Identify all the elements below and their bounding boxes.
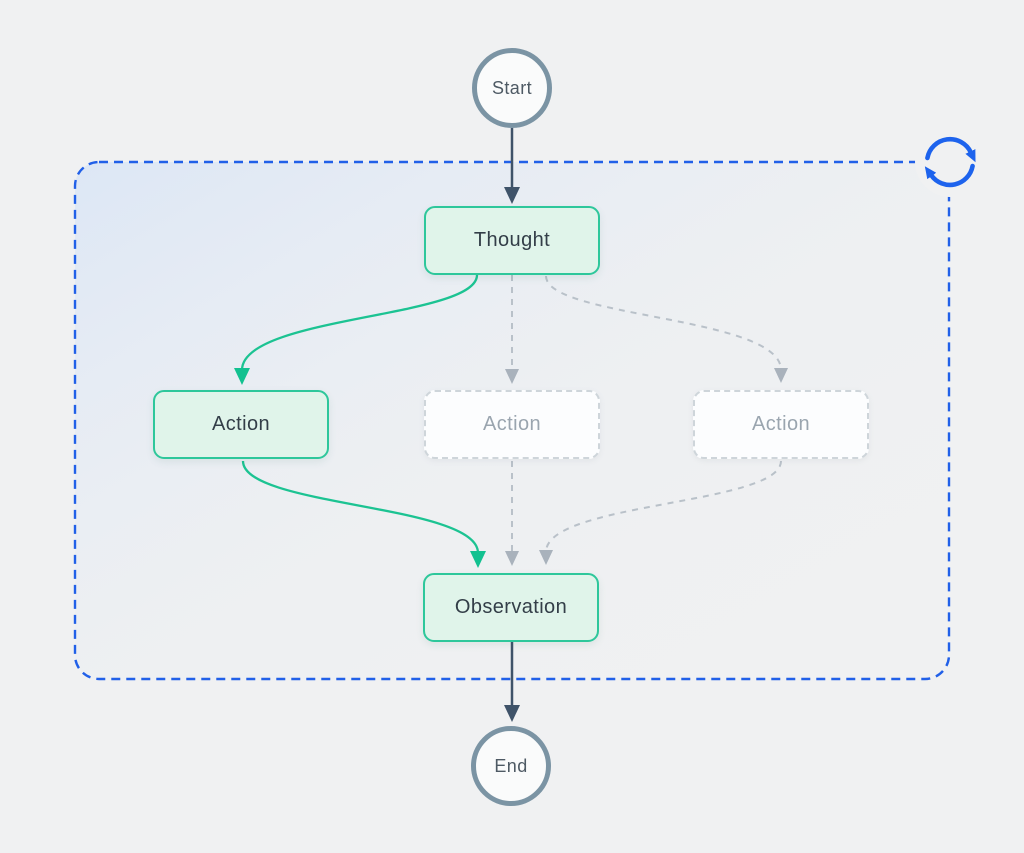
edge-action-right-observation [539, 460, 782, 565]
edge-thought-action-right [545, 275, 788, 383]
node-action-ghost-right: Action [693, 390, 869, 459]
node-action-ghost-middle: Action [424, 390, 600, 459]
node-label: Action [752, 413, 810, 435]
node-start: Start [472, 48, 552, 128]
node-thought: Thought [424, 206, 600, 275]
node-label: Observation [454, 596, 568, 618]
edge-action-left-observation [241, 460, 486, 568]
node-label: Thought [473, 229, 551, 251]
node-observation: Observation [423, 573, 599, 642]
node-end: End [471, 726, 551, 806]
sync-loop-icon [915, 127, 985, 197]
edge-thought-action-left [234, 274, 479, 385]
node-label: Action [483, 413, 541, 435]
node-label: Action [212, 413, 270, 435]
node-label: Start [491, 77, 532, 98]
node-label: End [494, 755, 528, 776]
node-action-primary: Action [153, 390, 329, 459]
